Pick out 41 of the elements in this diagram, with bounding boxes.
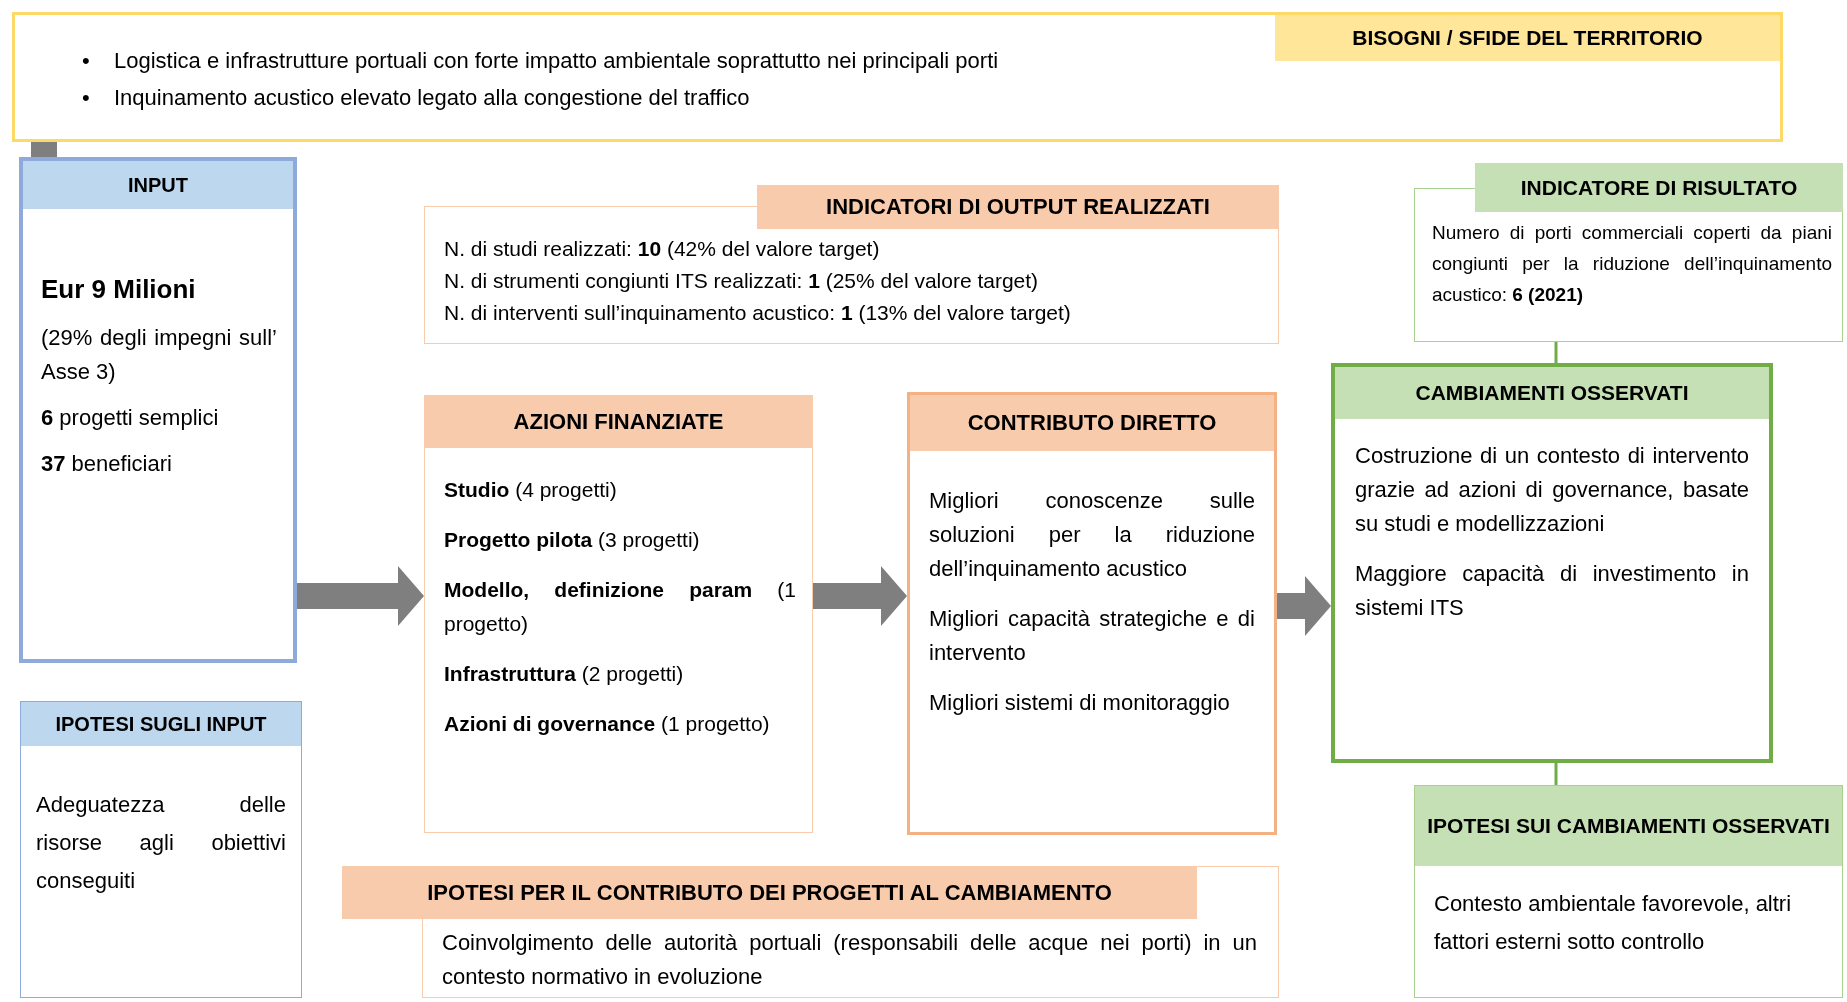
body-text: Infrastruttura (2 progetti) (444, 661, 685, 687)
connector-line (1554, 763, 1558, 785)
body-text: Maggiore capacità di investimento in sistemi ITS (1355, 560, 1749, 622)
bullet-mark: • (82, 47, 90, 75)
body-text: Migliori capacità strategiche e di intervento (929, 605, 1255, 667)
connector-bar (31, 142, 57, 157)
panel-header: CAMBIAMENTI OSSERVATI (1335, 367, 1769, 419)
body-text: Eur 9 Milioni (41, 273, 197, 306)
panel-header: BISOGNI / SFIDE DEL TERRITORIO (1275, 15, 1780, 61)
body-text: Coinvolgimento delle autorità portuali (responsabili delle acque nei porti) in un contesto normativo in evoluzione (442, 929, 1257, 991)
panel-header: INDICATORE DI RISULTATO (1475, 163, 1843, 212)
body-text: Numero di porti commerciali coperti da piani congiunti per la riduzione dell’inquinamento acustico: 6 (2021) (1432, 221, 1832, 307)
bullet-text: Inquinamento acustico elevato legato alla congestione del traffico (114, 84, 751, 112)
body-text: Adeguatezza delle risorse agli obiettivi conseguiti (36, 791, 286, 895)
panel-header: IPOTESI PER IL CONTRIBUTO DEI PROGETTI AL CAMBIAMENTO (342, 866, 1197, 919)
bullet-mark: • (82, 84, 90, 112)
panel-header: AZIONI FINANZIATE (425, 396, 812, 448)
bullet-text: Logistica e infrastrutture portuali con forte impatto ambientale soprattutto nei principali porti (114, 47, 1000, 75)
panel-header: CONTRIBUTO DIRETTO (910, 395, 1274, 451)
body-text: (29% degli impegni sull’ Asse 3) (41, 324, 277, 386)
panel-header: INDICATORI DI OUTPUT REALIZZATI (757, 185, 1279, 229)
body-text: Migliori sistemi di monitoraggio (929, 689, 1231, 717)
body-text: N. di interventi sull’inquinamento acustico: 1 (13% del valore target) (444, 300, 1072, 326)
body-text: 37 beneficiari (41, 450, 173, 478)
panel-header: IPOTESI SUGLI INPUT (21, 702, 301, 746)
panel-header: INPUT (23, 161, 293, 209)
body-text: 6 progetti semplici (41, 404, 220, 432)
body-text: Progetto pilota (3 progetti) (444, 527, 701, 553)
body-text: Contesto ambientale favorevole, altri fattori esterni sotto controllo (1434, 890, 1793, 956)
block-arrow (1277, 576, 1331, 636)
connector-line (1554, 342, 1558, 363)
block-arrow (813, 566, 907, 626)
body-text: Migliori conoscenze sulle soluzioni per la riduzione dell’inquinamento acustico (929, 487, 1255, 583)
body-text: Costruzione di un contesto di intervento grazie ad azioni di governance, basate su studi e modellizzazioni (1355, 442, 1749, 538)
body-text: N. di studi realizzati: 10 (42% del valore target) (444, 236, 881, 262)
body-text: Azioni di governance (1 progetto) (444, 711, 771, 737)
body-text: Modello, definizione param (1 progetto) (444, 577, 796, 637)
body-text: Studio (4 progetti) (444, 477, 618, 503)
block-arrow (297, 566, 424, 626)
body-text: N. di strumenti congiunti ITS realizzati: 1 (25% del valore target) (444, 268, 1040, 294)
panel-header: IPOTESI SUI CAMBIAMENTI OSSERVATI (1415, 786, 1842, 866)
